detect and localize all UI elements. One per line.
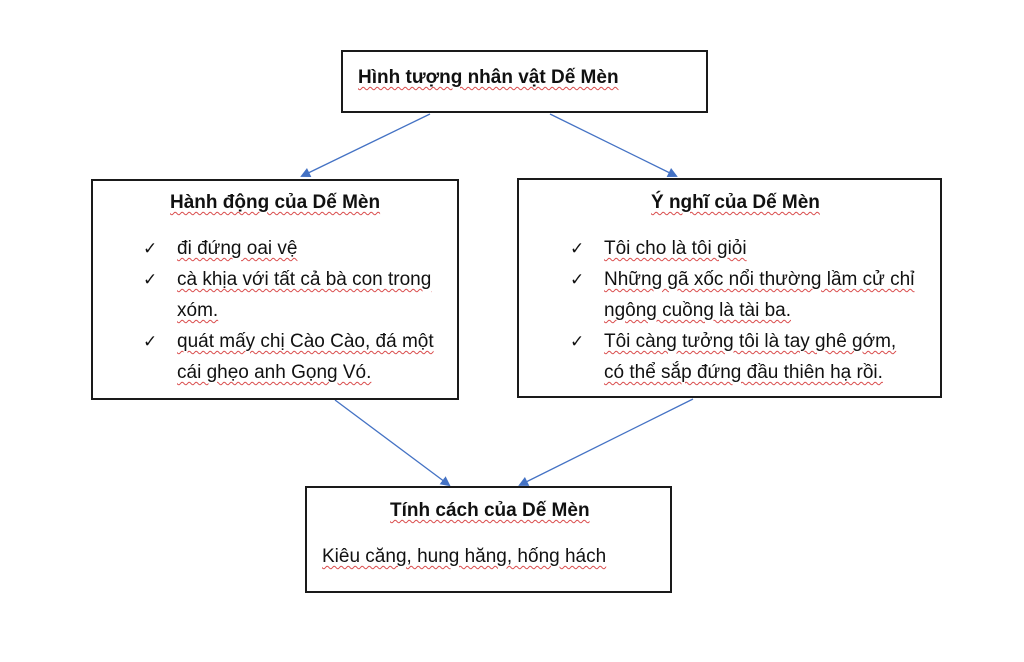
left-box-title: Hành động của Dế Mèn [170,192,381,213]
bottom-box: Tính cách của Dế Mèn Kiêu căng, hung hăn… [305,486,672,593]
list-item-text: Tôi cho là tôi giỏi [604,238,747,259]
check-icon: ✓ [570,332,585,351]
list-item-text: quát mấy chị Cào Cào, đá một [177,331,434,352]
check-icon: ✓ [143,332,158,351]
right-box-list: ✓ Tôi cho là tôi giỏi ✓ Những gã xốc nổi… [570,233,938,388]
list-item-text: cái ghẹo anh Gọng Vó. [177,362,372,383]
list-item-text: ngông cuồng là tài ba. [604,300,791,321]
list-item: ✓ đi đứng oai vệ [143,233,453,264]
arrow-top-to-right [549,113,678,177]
list-item-text: Những gã xốc nổi thường lầm cử chỉ [604,269,915,290]
top-box-title: Hình tượng nhân vật Dế Mèn [358,67,619,88]
list-item: ✓ Tôi cho là tôi giỏi [570,233,938,264]
left-box: Hành động của Dế Mèn ✓ đi đứng oai vệ ✓ … [91,179,459,400]
list-item: ✓ quát mấy chị Cào Cào, đá một cái ghẹo … [143,326,453,388]
check-icon: ✓ [570,270,585,289]
check-icon: ✓ [143,270,158,289]
list-item: ✓ Những gã xốc nổi thường lầm cử chỉ ngô… [570,264,938,326]
bottom-box-text: Kiêu căng, hung hăng, hống hách [322,546,607,567]
list-item-text: cà khịa với tất cả bà con trong [177,269,432,290]
list-item-text: có thể sắp đứng đầu thiên hạ rồi. [604,362,883,383]
bottom-box-title: Tính cách của Dế Mèn [390,500,590,521]
arrow-left-to-bottom [334,399,451,487]
arrow-right-to-bottom [518,398,694,486]
list-item-text: xóm. [177,300,219,321]
right-box-title: Ý nghĩ của Dế Mèn [651,192,820,213]
right-box: Ý nghĩ của Dế Mèn ✓ Tôi cho là tôi giỏi … [517,178,942,398]
check-icon: ✓ [570,239,585,258]
top-box: Hình tượng nhân vật Dế Mèn [341,50,708,113]
list-item-text: đi đứng oai vệ [177,238,298,259]
check-icon: ✓ [143,239,158,258]
list-item: ✓ Tôi càng tưởng tôi là tay ghê gớm, có … [570,326,938,388]
list-item: ✓ cà khịa với tất cả bà con trong xóm. [143,264,453,326]
left-box-list: ✓ đi đứng oai vệ ✓ cà khịa với tất cả bà… [143,233,453,388]
list-item-text: Tôi càng tưởng tôi là tay ghê gớm, [604,331,897,352]
arrow-top-to-left [300,113,431,178]
